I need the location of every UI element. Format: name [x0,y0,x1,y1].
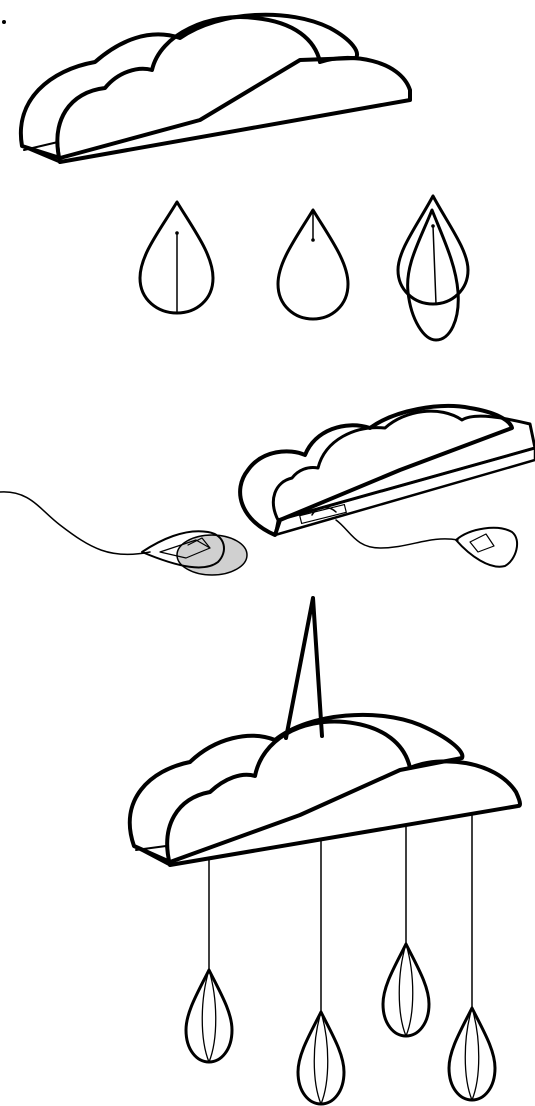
right-folded-drop [456,528,517,567]
drop-4 [449,1008,495,1100]
step-2-raindrop-folding [140,196,468,340]
step-4-assembled-mobile [130,598,520,1104]
left-folded-drop [142,531,247,575]
drop-1 [186,970,232,1062]
raindrop-short-crease [278,210,348,319]
cloud-front-layer [57,17,410,162]
step-3-threading [0,406,535,575]
right-string [336,520,458,548]
corner-dot [2,20,6,24]
step-1-cloud-cutout [21,15,410,162]
hanging-loop [286,598,322,738]
mobile-cloud-back [130,715,463,862]
left-string [0,492,150,555]
raindrop-with-crease [140,202,213,313]
drop-3 [383,944,429,1036]
raindrop-folded-pair [398,196,468,340]
drop-2 [298,1012,344,1104]
cloud-side-view [240,406,535,535]
